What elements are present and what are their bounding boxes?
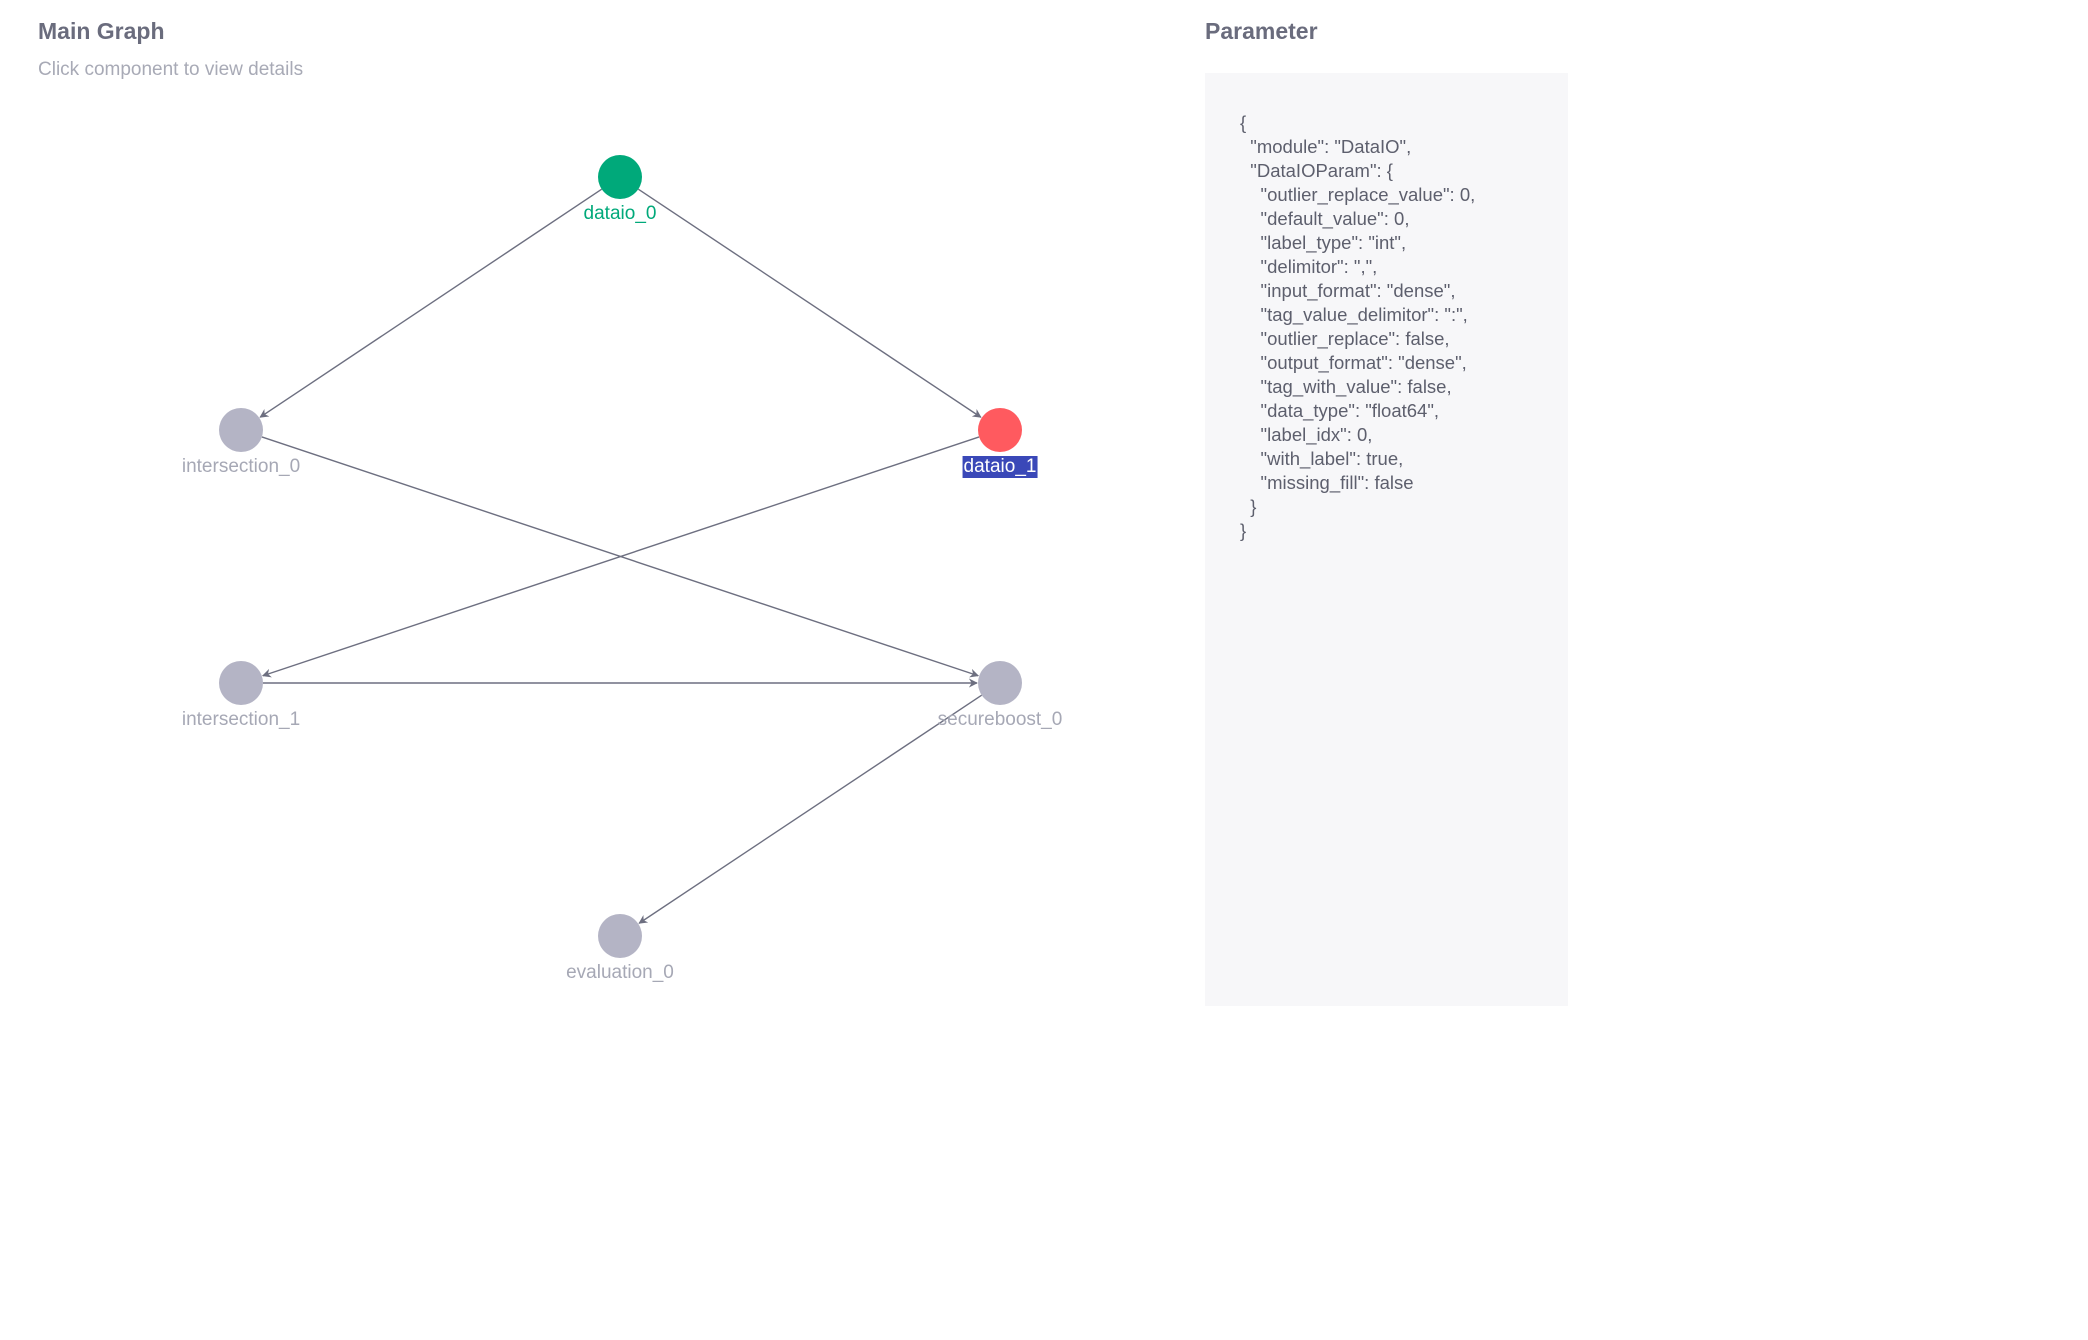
node-evaluation_0[interactable] [598,914,642,958]
node-dataio_1[interactable] [978,408,1022,452]
parameter-panel: { "module": "DataIO", "DataIOParam": { "… [1205,73,1568,1006]
dag-graph-canvas[interactable]: dataio_0 dataio_1 intersection_0 intersecti… [0,0,1200,1006]
main-graph-subtitle: Click component to view details [38,59,304,80]
edge-dataio_0-to-intersection_0 [259,188,603,418]
node-dataio_0[interactable] [598,155,642,199]
parameter-title: Parameter [1205,18,1318,44]
node-label-secureboost_0[interactable]: secureboost_0 [937,709,1063,730]
node-label-dataio_0[interactable]: dataio_0 [583,203,657,224]
node-label-evaluation_0[interactable]: evaluation_0 [566,962,674,983]
edge-dataio_1-to-intersection_1 [261,436,980,678]
node-label-dataio_1[interactable]: dataio_1 [962,456,1038,478]
main-graph-title: Main Graph [38,18,165,44]
node-secureboost_0[interactable] [978,661,1022,705]
edge-dataio_0-to-dataio_1 [637,188,982,418]
edge-secureboost_0-to-evaluation_0 [638,694,983,924]
node-intersection_1[interactable] [219,661,263,705]
parameter-json: { "module": "DataIO", "DataIOParam": { "… [1240,112,1476,541]
node-label-intersection_1[interactable]: intersection_1 [181,709,301,730]
node-intersection_0[interactable] [219,408,263,452]
dag-graph-svg [219,155,1022,958]
node-label-intersection_0[interactable]: intersection_0 [181,456,301,477]
